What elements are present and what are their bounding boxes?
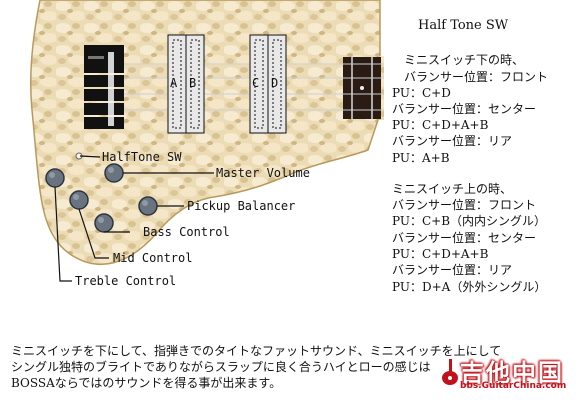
master-volume-label: Master Volume: [216, 166, 310, 180]
treble-control-knob: [45, 168, 65, 188]
bridge: [84, 45, 124, 129]
bass-control-label: Bass Control: [143, 225, 230, 239]
switch-down-line: PU：C+D: [392, 86, 451, 100]
switch-down-heading: ミニスイッチ下の時、: [404, 53, 525, 67]
treble-control-label: Treble Control: [75, 274, 177, 288]
watermark-sub: bbs.GuitarChina.com: [460, 381, 567, 391]
pickup-balancer-label: Pickup Balancer: [187, 199, 296, 213]
switch-up-line: バランサー位置：フロント: [392, 198, 537, 212]
halftone-sw-label: HalfTone SW: [102, 150, 182, 164]
description-line: ミニスイッチを下にして、指弾きでのタイトなファットサウンド、ミニスイッチを上にし…: [11, 344, 502, 358]
pickup-letter-c: C: [252, 76, 260, 90]
description-paragraph: ミニスイッチを下にして、指弾きでのタイトなファットサウンド、ミニスイッチを上にし…: [11, 343, 581, 391]
watermark-main: 吉他中国: [460, 359, 564, 387]
switch-up-line: バランサー位置：リア: [392, 263, 513, 277]
pickup-letter-d: D: [271, 76, 279, 90]
pickup-letter-a: A: [170, 76, 178, 90]
description-line: シングル独特のブライトでありながらスラップに良く合うハイとローの感じは: [11, 360, 431, 374]
mid-control-knob: [69, 190, 89, 210]
front-pickup: [167, 34, 205, 134]
rear-pickup: [249, 34, 287, 134]
switch-down-line: バランサー位置：リア: [392, 134, 513, 148]
pickup-letter-b: B: [189, 76, 197, 90]
description-line: BOSSAならではのサウンドを得る事が出来ます。: [11, 376, 282, 390]
mid-control-label: Mid Control: [113, 251, 193, 265]
switch-down-line: バランサー位置：センター: [392, 102, 537, 116]
switch-up-line: PU：C+B（内内シングル）: [392, 214, 547, 228]
watermark: 吉他中国 bbs.GuitarChina.com: [440, 355, 580, 395]
notes-title: Half Tone SW: [418, 18, 509, 33]
switch-up-heading: ミニスイッチ上の時、: [392, 182, 513, 196]
guitar-logo-icon: [442, 359, 458, 385]
leader-lines: [54, 155, 214, 282]
master-volume-knob: [104, 163, 124, 183]
bass-control-knob: [94, 213, 114, 233]
switch-down-line: PU：A+B: [392, 151, 450, 165]
switch-up-line: PU：D+A（外外シングル）: [392, 280, 547, 294]
switch-down-line: バランサー位置：フロント: [404, 70, 549, 84]
pickup-balancer-knob: [138, 196, 158, 216]
switch-down-line: PU：C+D+A+B: [392, 118, 489, 132]
switch-up-line: バランサー位置：センター: [392, 231, 537, 245]
switch-up-line: PU：C+D+A+B: [392, 247, 489, 261]
